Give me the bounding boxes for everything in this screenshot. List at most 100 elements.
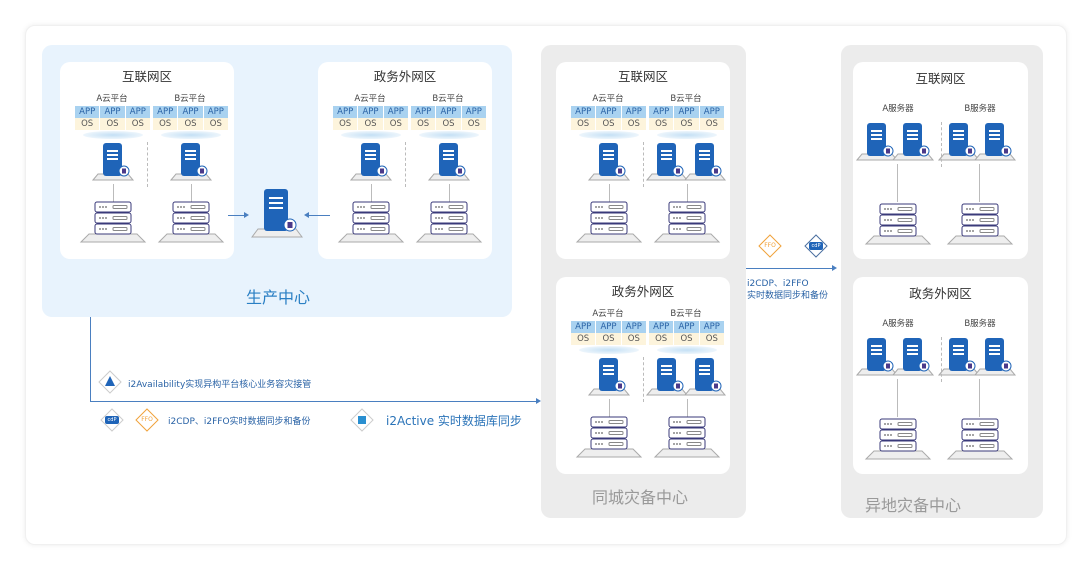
server-group-label: A服务器: [882, 319, 914, 329]
app-cell: APP: [178, 106, 203, 118]
platform-label: B云平台: [432, 94, 464, 104]
os-cell: OS: [649, 333, 674, 345]
connector-line: [979, 379, 980, 417]
server-divider: [940, 122, 942, 167]
app-cell: APP: [699, 106, 724, 118]
platform-label: B云平台: [174, 94, 206, 104]
server-icon: [645, 143, 689, 181]
platform-divider: [147, 142, 148, 187]
platform-label: B云平台: [670, 309, 702, 319]
storage-array-icon: [864, 203, 932, 245]
os-cell: OS: [621, 118, 646, 130]
zone-title: 政务外网区: [909, 286, 972, 301]
os-cell: OS: [674, 333, 699, 345]
zone-title: 政务外网区: [611, 284, 675, 299]
availability-note: i2Availability实现异构平台核心业务容灾接管: [128, 380, 312, 390]
storage-array-icon: [575, 201, 643, 243]
arrow-line: [228, 215, 246, 216]
app-cell: APP: [596, 321, 621, 333]
production-center-title: 生产中心: [246, 288, 311, 307]
storage-array-icon: [864, 418, 932, 460]
app-cell: APP: [621, 321, 646, 333]
platform-label: A云平台: [592, 309, 624, 319]
server-icon: [683, 358, 727, 396]
storage-array-icon: [79, 201, 147, 243]
link-vertical-line: [90, 317, 91, 402]
app-cell: APP: [100, 106, 125, 118]
server-group-label: A服务器: [882, 104, 914, 114]
availability-icon: [98, 370, 122, 394]
arrow-line: [308, 215, 330, 216]
database-server-icon: [251, 189, 303, 238]
storage-array-icon: [337, 201, 405, 243]
ffo-badge-label: FFO: [764, 242, 776, 249]
app-cell: APP: [461, 106, 486, 118]
arrowhead: [304, 212, 309, 218]
cdp-badge-label: cdP: [811, 243, 821, 249]
server-icon: [683, 143, 727, 181]
glow: [161, 131, 221, 139]
server-icon: [587, 143, 631, 181]
app-cell: APP: [333, 106, 358, 118]
cdp-icon: [804, 234, 828, 258]
app-cell: APP: [411, 106, 436, 118]
server-icon: [855, 338, 899, 376]
cdp-badge-label: cdP: [107, 417, 117, 423]
server-icon: [891, 338, 935, 376]
server-icon: [169, 143, 213, 181]
os-cell: OS: [571, 333, 596, 345]
os-cell: OS: [596, 118, 621, 130]
server-icon: [645, 358, 689, 396]
connector-line: [191, 184, 192, 202]
app-cell: APP: [649, 106, 674, 118]
app-cell: APP: [125, 106, 150, 118]
ffo-icon: [758, 234, 782, 258]
os-cell: OS: [596, 333, 621, 345]
server-icon: [427, 143, 471, 181]
zone-title: 互联网区: [121, 69, 172, 84]
ffo-badge-label: FFO: [141, 416, 153, 423]
app-cell: APP: [436, 106, 461, 118]
app-cell: APP: [674, 106, 699, 118]
active-note: i2Active 实时数据库同步: [386, 414, 522, 428]
server-icon: [91, 143, 135, 181]
connector-line: [609, 399, 610, 417]
storage-array-icon: [946, 203, 1014, 245]
os-cell: OS: [649, 118, 674, 130]
glow: [83, 131, 143, 139]
active-icon: [350, 408, 374, 432]
remote-link-note-1: i2CDP、i2FFO: [747, 279, 809, 289]
cdp-ffo-note: i2CDP、i2FFO实时数据同步和备份: [168, 417, 311, 427]
app-cell: APP: [571, 321, 596, 333]
platform-divider: [405, 142, 406, 187]
remote-link-line: [746, 268, 834, 269]
storage-array-icon: [157, 201, 225, 243]
os-cell: OS: [699, 333, 724, 345]
server-icon: [937, 338, 981, 376]
cdp-icon: [100, 408, 124, 432]
platform-label: A云平台: [354, 94, 386, 104]
os-cell: OS: [100, 118, 125, 130]
arrowhead: [244, 212, 249, 218]
os-cell: OS: [674, 118, 699, 130]
app-cell: APP: [621, 106, 646, 118]
app-cell: APP: [75, 106, 100, 118]
platform-label: B云平台: [670, 94, 702, 104]
app-cell: APP: [649, 321, 674, 333]
os-cell: OS: [436, 118, 461, 130]
